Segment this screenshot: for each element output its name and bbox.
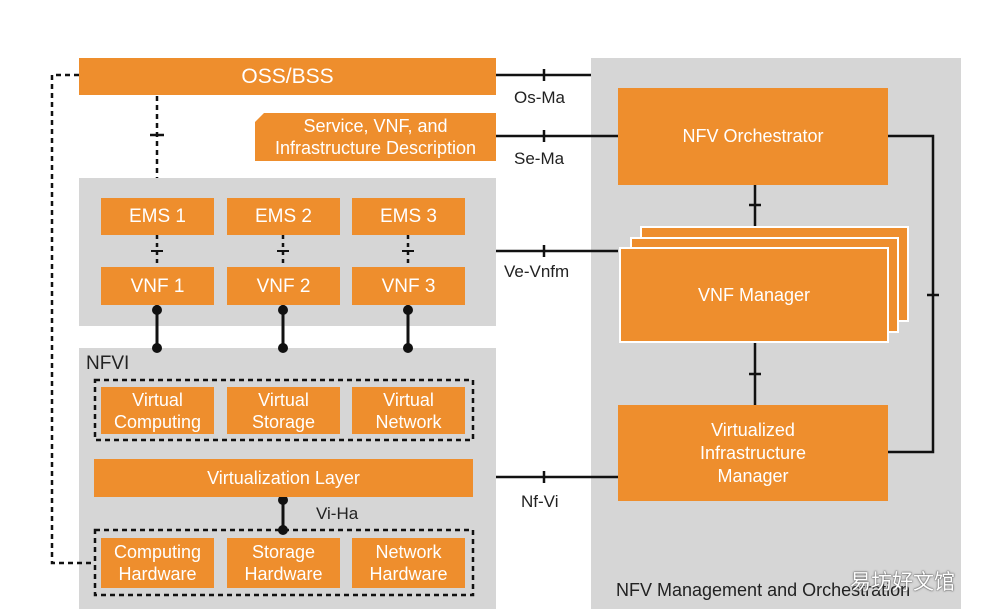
oss-bss-box: OSS/BSS: [79, 58, 496, 95]
vnf-manager-box: VNF Manager: [619, 247, 889, 343]
ve-vnfm-label: Ve-Vnfm: [504, 262, 570, 281]
ems-2-box: EMS 2: [227, 198, 340, 235]
nf-vi-label: Nf-Vi: [521, 492, 559, 511]
ems-1-box: EMS 1: [101, 198, 214, 235]
nfv-orchestrator-box: NFV Orchestrator: [618, 88, 888, 185]
virtualization-layer-box: Virtualization Layer: [94, 459, 473, 497]
ems-3-box: EMS 3: [352, 198, 465, 235]
vnf-2-box: VNF 2: [227, 267, 340, 305]
oss-to-hardware-dashed-line: [50, 73, 93, 565]
virtualized-infrastructure-manager-box: Virtualized Infrastructure Manager: [618, 405, 888, 501]
os-ma-label: Os-Ma: [514, 88, 565, 107]
vi-ha-label: Vi-Ha: [316, 504, 359, 523]
mano-title: NFV Management and Orchestration: [616, 580, 911, 600]
nfvi-title: NFVI: [86, 353, 130, 374]
virtual-network-box: Virtual Network: [352, 387, 465, 434]
vnf-3-box: VNF 3: [352, 267, 465, 305]
se-ma-label: Se-Ma: [514, 149, 565, 168]
watermark: 易坊好文馆: [850, 571, 955, 594]
storage-hardware-box: Storage Hardware: [227, 538, 340, 588]
network-hardware-box: Network Hardware: [352, 538, 465, 588]
virtual-storage-box: Virtual Storage: [227, 387, 340, 434]
computing-hardware-box: Computing Hardware: [101, 538, 214, 588]
virtual-computing-box: Virtual Computing: [101, 387, 214, 434]
virtual-resources-dashed-group: [93, 378, 475, 442]
service-vnf-infrastructure-description-box: Service, VNF, and Infrastructure Descrip…: [255, 113, 496, 161]
vnf-1-box: VNF 1: [101, 267, 214, 305]
